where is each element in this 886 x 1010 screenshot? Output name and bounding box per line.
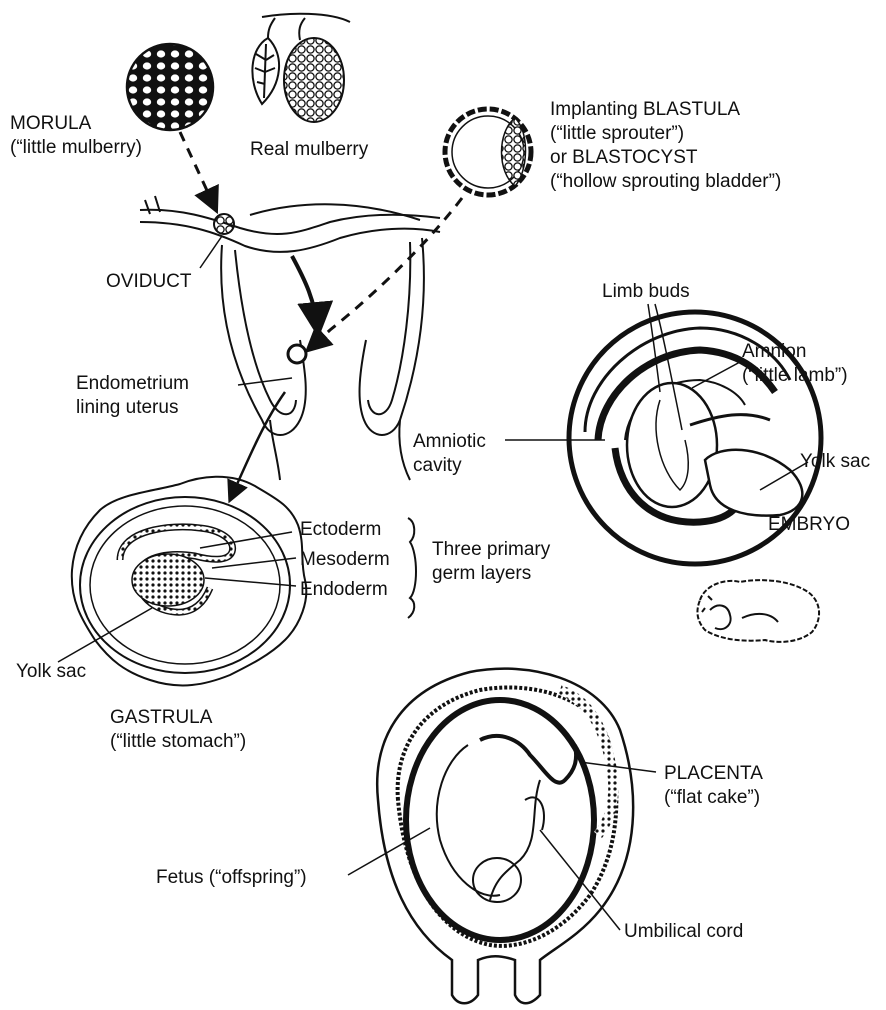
blastula-label: Implanting BLASTULA (“little sprouter”) …	[550, 98, 781, 194]
amniotic-cavity-label: Amniotic cavity	[413, 430, 486, 478]
real-mulberry-label: Real mulberry	[250, 138, 368, 162]
limb-buds-label: Limb buds	[602, 280, 690, 304]
endoderm-label: Endoderm	[300, 578, 388, 602]
oviduct-label: OVIDUCT	[106, 270, 192, 294]
gastrula-label: GASTRULA (“little stomach”)	[110, 706, 246, 754]
lamb-drawing	[697, 580, 819, 642]
blastula-drawing	[445, 109, 531, 195]
gastrula-yolk-sac-label: Yolk sac	[16, 660, 86, 684]
embryo-label: EMBRYO	[768, 513, 850, 537]
placenta-label: PLACENTA (“flat cake”)	[664, 762, 763, 810]
morula-label: MORULA (“little mulberry)	[10, 112, 142, 160]
endometrium-label: Endometrium lining uterus	[76, 372, 189, 420]
umbilical-cord-label: Umbilical cord	[624, 920, 743, 944]
amnion-label: Amnion (“little lamb”)	[742, 340, 848, 388]
germ-layers-label: Three primary germ layers	[432, 538, 550, 586]
mulberry-drawing	[252, 14, 350, 122]
uterus-drawing	[140, 196, 440, 480]
embryo-yolk-sac-label: Yolk sac	[800, 450, 870, 474]
fetus-label: Fetus (“offspring”)	[156, 866, 307, 890]
ectoderm-label: Ectoderm	[300, 518, 381, 542]
mesoderm-label: Mesoderm	[300, 548, 390, 572]
gastrula-drawing	[72, 477, 307, 686]
